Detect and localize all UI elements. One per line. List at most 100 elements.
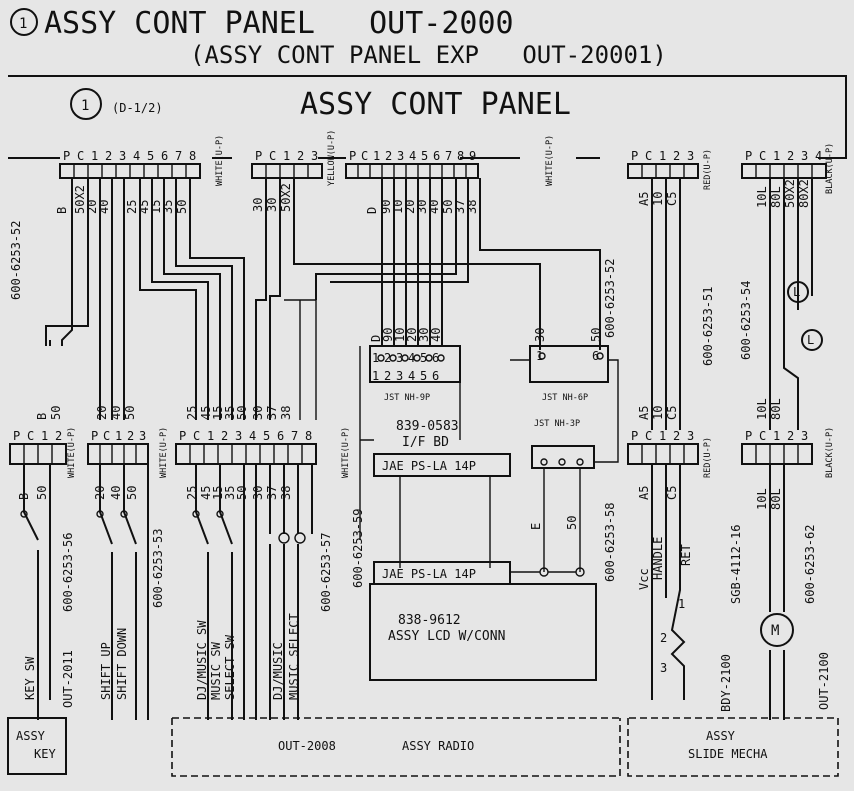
connector-pin-label: 2 bbox=[787, 429, 794, 443]
connector-pin-label: 7 bbox=[175, 149, 182, 163]
connector-pin-label: 6 bbox=[161, 149, 168, 163]
connector-pin-label: 1 bbox=[659, 429, 666, 443]
wire-label-c2: 50X2 bbox=[279, 183, 293, 212]
mid-below-label-m3: 30 bbox=[251, 486, 265, 500]
connector-body bbox=[251, 163, 323, 179]
wire-label-c3: 37 bbox=[453, 200, 467, 214]
wire-label-c1: 50X2 bbox=[73, 185, 87, 214]
connector-pin-label: 5 bbox=[263, 429, 270, 443]
mid-wire-label: B bbox=[35, 413, 49, 420]
mid-wire-label: 38 bbox=[279, 406, 293, 420]
cable-numbers: 600-6253-52 600-6253-56 600-6253-53 600-… bbox=[9, 221, 817, 612]
wire-label-c1: 15 bbox=[149, 200, 163, 214]
header-badge-text: 1 bbox=[19, 16, 27, 32]
key-switch-contact bbox=[20, 510, 28, 518]
lcd-assembly-box bbox=[369, 583, 597, 681]
connector-pin-label: C bbox=[77, 149, 84, 163]
mid-wire-label: 35 bbox=[223, 406, 237, 420]
connector-pin-label: 3 bbox=[139, 429, 146, 443]
assy-code-slide: OUT-2100 bbox=[817, 652, 831, 710]
switch-wiring: 3 2 1 M bbox=[20, 464, 794, 720]
handle-label: HANDLE bbox=[651, 537, 665, 580]
connector-pin-label: 1 bbox=[207, 429, 214, 443]
jst-left-pin-number-2: 2 bbox=[384, 369, 391, 383]
header-subtitle: (ASSY CONT PANEL EXP OUT-20001) bbox=[190, 41, 667, 69]
mid-below-label-m4: A5 bbox=[637, 486, 651, 500]
wire-label-c4: C5 bbox=[665, 192, 679, 206]
mid-connector-5-color: BLACK(U-P) bbox=[825, 427, 835, 478]
music-sw-label: MUSIC SW bbox=[209, 641, 223, 700]
mid-below-label-m1: 50 bbox=[35, 486, 49, 500]
connector-pin-label: P bbox=[631, 149, 638, 163]
wire-label-c3: 50 bbox=[441, 200, 455, 214]
assy-code-handle: BDY-2100 bbox=[719, 654, 733, 712]
connector-pin-label: P bbox=[349, 149, 356, 163]
wire-label-c1: B bbox=[55, 207, 69, 214]
connector-pin-label: 4 bbox=[249, 429, 256, 443]
jst-left-label: JST NH-9P bbox=[384, 393, 430, 403]
connector-pin-label: P bbox=[745, 429, 752, 443]
connector-pin-label: C bbox=[361, 149, 368, 163]
assy-key-line1: ASSY bbox=[16, 729, 46, 743]
wire-label-c3: 40 bbox=[427, 200, 441, 214]
mid-below-label-m3: 38 bbox=[279, 486, 293, 500]
jst-left-wire-label: 40 bbox=[429, 328, 443, 342]
lamp-1-label: L bbox=[793, 285, 800, 299]
connector-pin-label: 9 bbox=[469, 149, 476, 163]
jst-left-pin-number: 2 bbox=[384, 351, 391, 365]
jst-right-label: JST NH-6P bbox=[542, 393, 588, 403]
connector-body bbox=[741, 443, 813, 465]
wire-label-c1: 20 bbox=[85, 200, 99, 214]
cable-59: 600-6253-59 bbox=[351, 509, 365, 588]
jst-left-pin-number-2: 5 bbox=[420, 369, 427, 383]
jst-left-wire-label: 30 bbox=[417, 328, 431, 342]
cable-52-left: 600-6253-52 bbox=[9, 221, 23, 300]
cable-52-right: 600-6253-52 bbox=[603, 259, 617, 338]
wire-label-c2: 30 bbox=[265, 198, 279, 212]
jst-small-pin-2 bbox=[558, 458, 566, 466]
music-sw-contact bbox=[216, 510, 224, 518]
connector-pin-label: 8 bbox=[457, 149, 464, 163]
connector-pin-label: 2 bbox=[55, 429, 62, 443]
mid-wire-label: 30 bbox=[251, 406, 265, 420]
wire-label-c3: 90 bbox=[379, 200, 393, 214]
wire-label-c3: 10 bbox=[391, 200, 405, 214]
if-board-part: 839-0583 bbox=[396, 419, 459, 434]
mid-wire-label: 50 bbox=[123, 406, 137, 420]
panel-badge-text: 1 bbox=[81, 98, 89, 114]
wire-label-c1: 40 bbox=[97, 200, 111, 214]
pot-pin-3: 3 bbox=[660, 661, 667, 675]
top-connector-4-color: RED(U-P) bbox=[703, 149, 713, 190]
connector-pin-label: P bbox=[63, 149, 70, 163]
connector-pin-label: 2 bbox=[787, 149, 794, 163]
connector-pin-label: P bbox=[91, 429, 98, 443]
wire-routing: L L bbox=[45, 178, 823, 430]
top-connector-5-color: BLACK(U-P) bbox=[825, 143, 835, 194]
dj-music-label: DJ/MUSIC bbox=[271, 642, 285, 700]
wire-label-c5: 80L bbox=[769, 186, 783, 208]
connector-pin-label: 3 bbox=[311, 149, 318, 163]
jst-left-wire-label: 20 bbox=[405, 328, 419, 342]
key-sw-label: KEY SW bbox=[23, 656, 37, 700]
connector-body bbox=[87, 443, 149, 465]
lamp-1-icon bbox=[787, 281, 809, 303]
connector-pin-label: 7 bbox=[445, 149, 452, 163]
wire-label-c2: 30 bbox=[251, 198, 265, 212]
connector-pin-label: P bbox=[255, 149, 262, 163]
connector-pin-label: C bbox=[193, 429, 200, 443]
mid-below-label-m3: 35 bbox=[223, 486, 237, 500]
mid-wire-label: C5 bbox=[665, 406, 679, 420]
wire-label-c4: A5 bbox=[637, 192, 651, 206]
connector-body bbox=[627, 163, 699, 179]
header-number-badge bbox=[10, 8, 38, 36]
connector-pin-label: 1 bbox=[773, 149, 780, 163]
vcc-label: Vcc bbox=[637, 568, 651, 590]
connector-body bbox=[627, 443, 699, 465]
